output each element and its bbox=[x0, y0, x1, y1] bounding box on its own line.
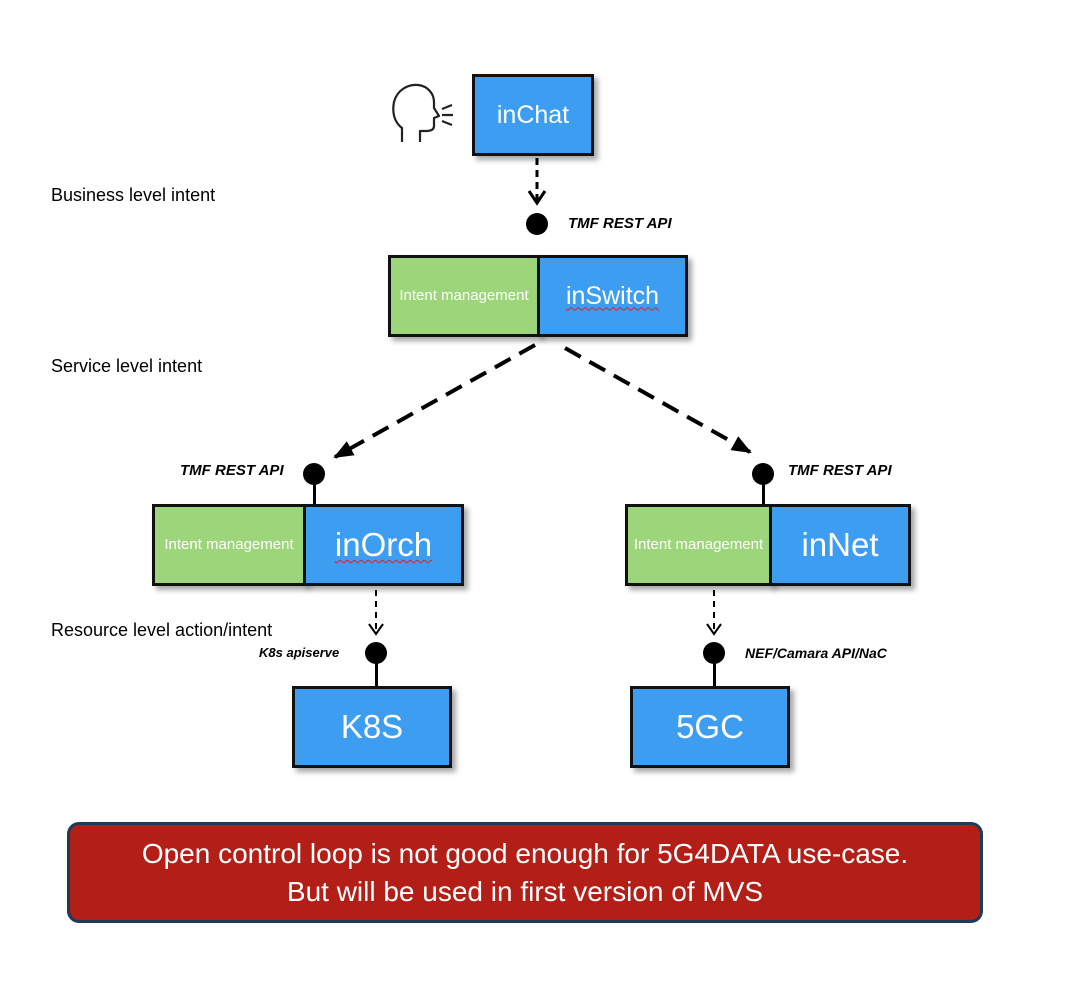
inorch-api-label: TMF REST API bbox=[180, 462, 284, 479]
5gc-label: 5GC bbox=[676, 708, 744, 745]
inswitch-label: inSwitch bbox=[565, 281, 660, 310]
k8s-interface-stem bbox=[375, 660, 378, 688]
inchat-label: inChat bbox=[496, 100, 570, 129]
speaking-head-icon bbox=[392, 83, 453, 142]
intent-management-box-inorch[interactable]: Intent management bbox=[152, 504, 306, 586]
intent-management-label: Intent management bbox=[164, 536, 294, 553]
5gc-api-label: NEF/Camara API/NaC bbox=[745, 645, 887, 661]
k8s-api-label: K8s apiserve bbox=[259, 645, 340, 660]
innet-label: inNet bbox=[801, 526, 879, 563]
arrowhead-innet bbox=[706, 623, 722, 636]
inchat-box[interactable]: inChat bbox=[472, 74, 594, 156]
arrowhead-inchat bbox=[527, 190, 547, 206]
innet-api-label: TMF REST API bbox=[788, 462, 892, 479]
inorch-interface-stem bbox=[313, 480, 316, 505]
innet-box[interactable]: inNet bbox=[769, 504, 911, 586]
5gc-box[interactable]: 5GC bbox=[630, 686, 790, 768]
service-level-label: Service level intent bbox=[51, 356, 203, 376]
intent-management-label: Intent management bbox=[399, 287, 529, 304]
intent-management-box-inswitch[interactable]: Intent management bbox=[388, 255, 540, 337]
connector-inswitch-innet bbox=[564, 346, 752, 454]
inswitch-api-label: TMF REST API bbox=[568, 215, 672, 232]
connector-inswitch-inorch bbox=[333, 343, 536, 459]
inorch-label: inOrch bbox=[334, 526, 433, 563]
5gc-interface-stem bbox=[713, 660, 716, 688]
innet-interface-stem bbox=[762, 480, 765, 505]
k8s-box[interactable]: K8S bbox=[292, 686, 452, 768]
5gc-interface-dot bbox=[703, 642, 725, 664]
inswitch-box[interactable]: inSwitch bbox=[537, 255, 688, 337]
k8s-interface-dot bbox=[365, 642, 387, 664]
business-level-label: Business level intent bbox=[51, 185, 216, 205]
k8s-label: K8S bbox=[340, 708, 404, 745]
intent-management-label: Intent management bbox=[633, 536, 764, 553]
warning-banner: Open control loop is not good enough for… bbox=[67, 822, 983, 923]
arrowhead-inorch bbox=[368, 623, 384, 636]
banner-line-1: Open control loop is not good enough for… bbox=[141, 837, 909, 869]
resource-level-label: Resource level action/intent bbox=[51, 620, 273, 640]
inorch-box[interactable]: inOrch bbox=[303, 504, 464, 586]
inswitch-interface-dot bbox=[526, 213, 548, 235]
innet-interface-dot bbox=[752, 463, 774, 485]
inorch-interface-dot bbox=[303, 463, 325, 485]
banner-line-2: But will be used in first version of MVS bbox=[286, 875, 764, 907]
intent-management-box-innet[interactable]: Intent management bbox=[625, 504, 772, 586]
